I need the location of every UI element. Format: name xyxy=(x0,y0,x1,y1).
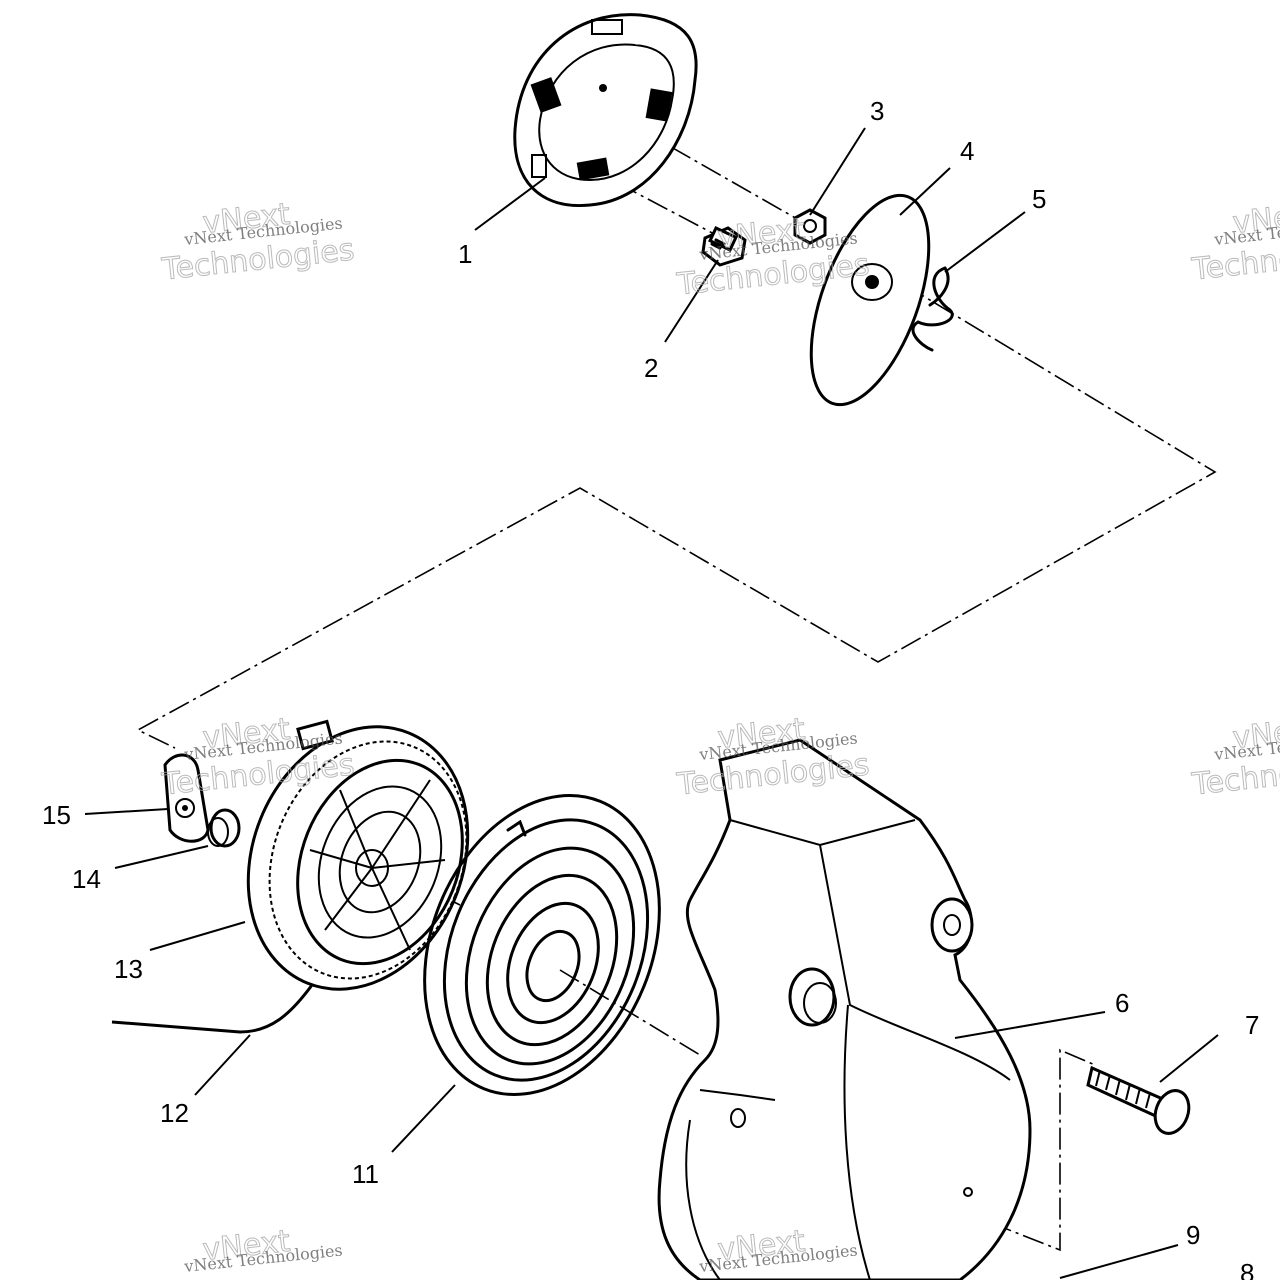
watermark: vNext vNext Technologies Technologies xyxy=(1189,196,1280,288)
leader-3 xyxy=(809,127,866,216)
callout-14: 14 xyxy=(72,864,101,894)
part-7-screw xyxy=(1086,1065,1191,1135)
part-4-pawl-plate xyxy=(809,193,931,407)
part-6-starter-housing xyxy=(657,738,1032,1280)
callout-4: 4 xyxy=(960,136,974,166)
callout-15: 15 xyxy=(42,800,71,830)
callout-13: 13 xyxy=(114,954,143,984)
leader-lines xyxy=(84,127,1219,1279)
callout-11: 11 xyxy=(352,1159,379,1189)
watermark: vNext vNext Technologies Technologies xyxy=(1189,711,1280,803)
callout-1: 1 xyxy=(458,239,472,269)
leader-4 xyxy=(899,167,951,216)
callout-numbers: 1 2 3 4 5 6 7 8 9 11 12 13 14 15 xyxy=(42,96,1259,1280)
leader-14 xyxy=(114,845,209,869)
leader-7 xyxy=(1159,1034,1219,1083)
part-13-rope-pulley xyxy=(246,719,470,991)
callout-7: 7 xyxy=(1245,1010,1259,1040)
leader-12 xyxy=(194,1034,251,1096)
part-3-nut xyxy=(793,208,827,245)
leader-2 xyxy=(664,259,719,343)
callout-3: 3 xyxy=(870,96,884,126)
callout-12: 12 xyxy=(160,1098,189,1128)
leader-1 xyxy=(474,177,546,231)
watermark: vNext vNext Technologies xyxy=(182,1223,343,1276)
part-5-clip xyxy=(911,266,954,352)
callout-5: 5 xyxy=(1032,184,1046,214)
part-2-bolt xyxy=(701,226,747,267)
leader-5 xyxy=(944,211,1026,273)
callout-8: 8 xyxy=(1240,1258,1254,1280)
callout-6: 6 xyxy=(1115,988,1129,1018)
part-14-bushing xyxy=(207,808,241,848)
leader-15 xyxy=(84,808,169,815)
callout-2: 2 xyxy=(644,353,658,383)
callout-9: 9 xyxy=(1186,1220,1200,1250)
part-11-recoil-spring xyxy=(423,793,661,1097)
watermark: vNext vNext Technologies Technologies xyxy=(159,196,356,288)
part-12-starter-rope xyxy=(111,984,314,1034)
leader-13 xyxy=(149,921,246,951)
leader-9 xyxy=(1059,1244,1179,1279)
leader-11 xyxy=(391,1084,456,1153)
part-1-starter-cup xyxy=(513,13,698,208)
leader-6 xyxy=(954,1011,1106,1039)
